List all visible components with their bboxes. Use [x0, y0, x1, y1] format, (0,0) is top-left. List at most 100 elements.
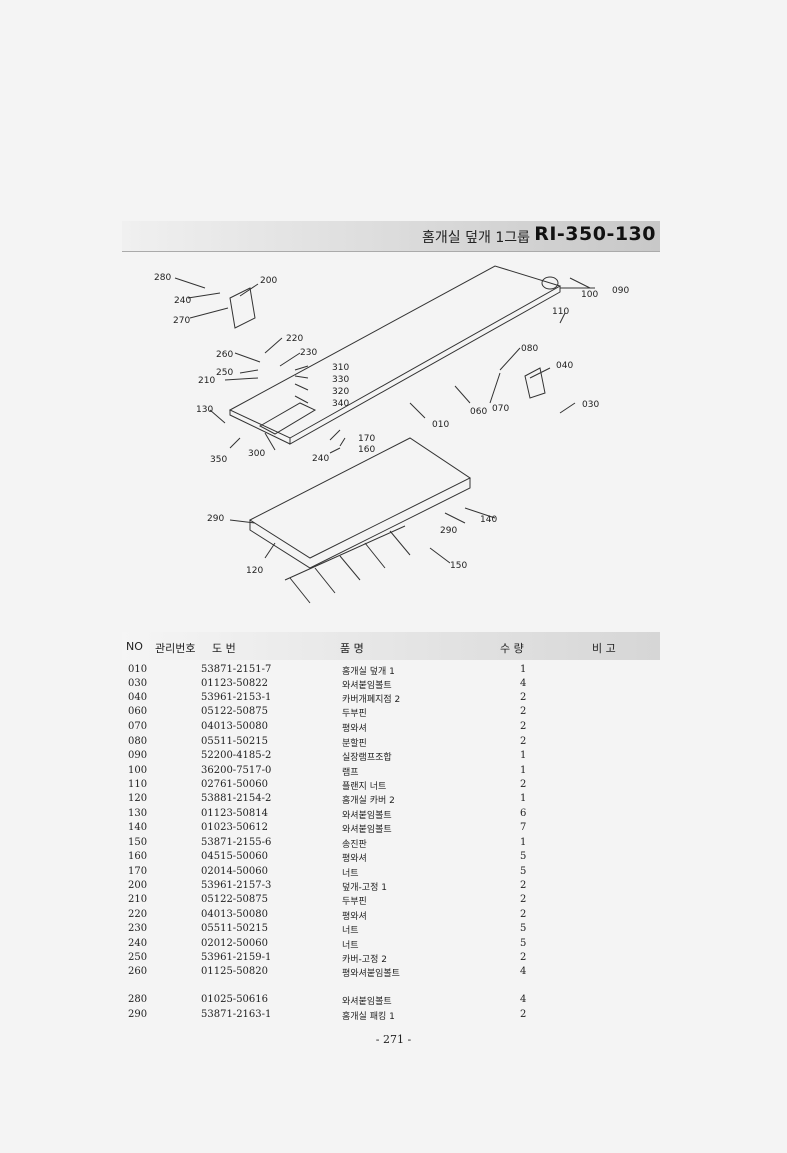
row-no: 260 [128, 966, 148, 977]
row-no: 290 [128, 1009, 148, 1020]
row-no: 060 [128, 706, 148, 717]
row-part-name: 홈개실 패킹 1 [342, 1012, 395, 1022]
row-part-number: 53871-2155-6 [201, 837, 272, 848]
col-mgmt-number: 관리번호 [155, 642, 196, 655]
row-part-name: 덮개-고정 1 [342, 883, 387, 893]
callout-350: 350 [210, 455, 227, 465]
row-quantity: 4 [520, 966, 527, 977]
table-row: 010 53871-2151-7 홈개실 덮개 1 1 [0, 664, 787, 678]
callout-240b: 240 [312, 454, 329, 464]
callout-140: 140 [480, 515, 497, 525]
row-part-number: 05122-50875 [201, 894, 269, 905]
row-part-name: 두부핀 [342, 709, 367, 719]
diagram-drawing: 280 200 240 270 220 230 260 250 210 310 … [154, 265, 629, 604]
row-part-name: 와셔붙임볼트 [342, 681, 392, 691]
row-part-number: 04013-50080 [201, 721, 269, 732]
callout-070: 070 [492, 404, 509, 414]
row-part-number: 01123-50822 [201, 678, 269, 689]
callout-250: 250 [216, 368, 233, 378]
row-part-number: 04515-50060 [201, 851, 269, 862]
parts-table-header: NO 관리번호 도 번 품 명 수 량 비 고 [122, 632, 660, 660]
callout-080: 080 [521, 344, 538, 354]
row-part-number: 02761-50060 [201, 779, 269, 790]
seal-150-bar [284, 525, 406, 581]
row-part-number: 01123-50814 [201, 808, 269, 819]
callout-060: 060 [470, 407, 487, 417]
row-part-number: 01025-50616 [201, 994, 269, 1005]
row-part-name: 평와셔붙임볼트 [342, 969, 400, 979]
cover-010-side [229, 410, 291, 445]
row-part-name: 와셔붙임볼트 [342, 811, 392, 821]
row-no: 110 [128, 779, 148, 790]
row-part-number: 02012-50060 [201, 938, 269, 949]
row-quantity: 2 [520, 736, 527, 747]
callout-210: 210 [198, 376, 215, 386]
row-part-number: 05511-50215 [201, 923, 269, 934]
cover-120-edge [249, 478, 471, 569]
callout-090: 090 [612, 286, 629, 296]
row-quantity: 1 [520, 664, 527, 675]
row-part-number: 04013-50080 [201, 909, 269, 920]
col-part-number: 도 번 [212, 642, 236, 655]
row-part-name: 램프 [342, 768, 359, 778]
callout-120: 120 [246, 566, 263, 576]
row-quantity: 5 [520, 866, 527, 877]
row-part-name: 너트 [342, 869, 359, 879]
callout-130: 130 [196, 405, 213, 415]
cover-120 [248, 437, 471, 559]
col-quantity: 수 량 [500, 642, 524, 655]
row-no: 080 [128, 736, 148, 747]
bracket-200 [229, 287, 256, 329]
row-no: 100 [128, 765, 148, 776]
row-quantity: 1 [520, 793, 527, 804]
row-quantity: 1 [520, 765, 527, 776]
row-part-name: 송진판 [342, 840, 367, 850]
row-quantity: 2 [520, 721, 527, 732]
row-part-name: 홈개실 덮개 1 [342, 667, 395, 677]
row-quantity: 2 [520, 706, 527, 717]
row-no: 230 [128, 923, 148, 934]
row-part-number: 01125-50820 [201, 966, 269, 977]
bracket-040 [524, 367, 546, 399]
row-no: 070 [128, 721, 148, 732]
callout-220: 220 [286, 334, 303, 344]
row-part-number: 53871-2163-1 [201, 1009, 272, 1020]
cover-010-edge [289, 286, 561, 445]
row-part-name: 너트 [342, 941, 359, 951]
table-row: 080 05511-50215 분할핀 2 [0, 736, 787, 750]
row-no: 040 [128, 692, 148, 703]
callout-040: 040 [556, 361, 573, 371]
row-quantity: 2 [520, 952, 527, 963]
row-part-number: 53961-2159-1 [201, 952, 272, 963]
callout-150: 150 [450, 561, 467, 571]
row-quantity: 4 [520, 678, 527, 689]
page-number: - 271 - [375, 1033, 412, 1046]
row-part-number: 53961-2157-3 [201, 880, 272, 891]
col-part-name: 품 명 [340, 642, 364, 655]
row-no: 010 [128, 664, 148, 675]
row-part-number: 53871-2151-7 [201, 664, 272, 675]
row-quantity: 2 [520, 894, 527, 905]
callout-290b: 290 [440, 526, 457, 536]
row-no: 200 [128, 880, 148, 891]
row-part-number: 53961-2153-1 [201, 692, 272, 703]
callout-160: 160 [358, 445, 375, 455]
row-part-name: 플랜지 너트 [342, 782, 387, 792]
row-part-name: 분할핀 [342, 739, 367, 749]
row-no: 090 [128, 750, 148, 761]
leader-lines [174, 277, 595, 564]
row-no: 240 [128, 938, 148, 949]
exploded-parts-diagram: 280 200 240 270 220 230 260 250 210 310 … [140, 258, 660, 623]
row-part-number: 05511-50215 [201, 736, 269, 747]
